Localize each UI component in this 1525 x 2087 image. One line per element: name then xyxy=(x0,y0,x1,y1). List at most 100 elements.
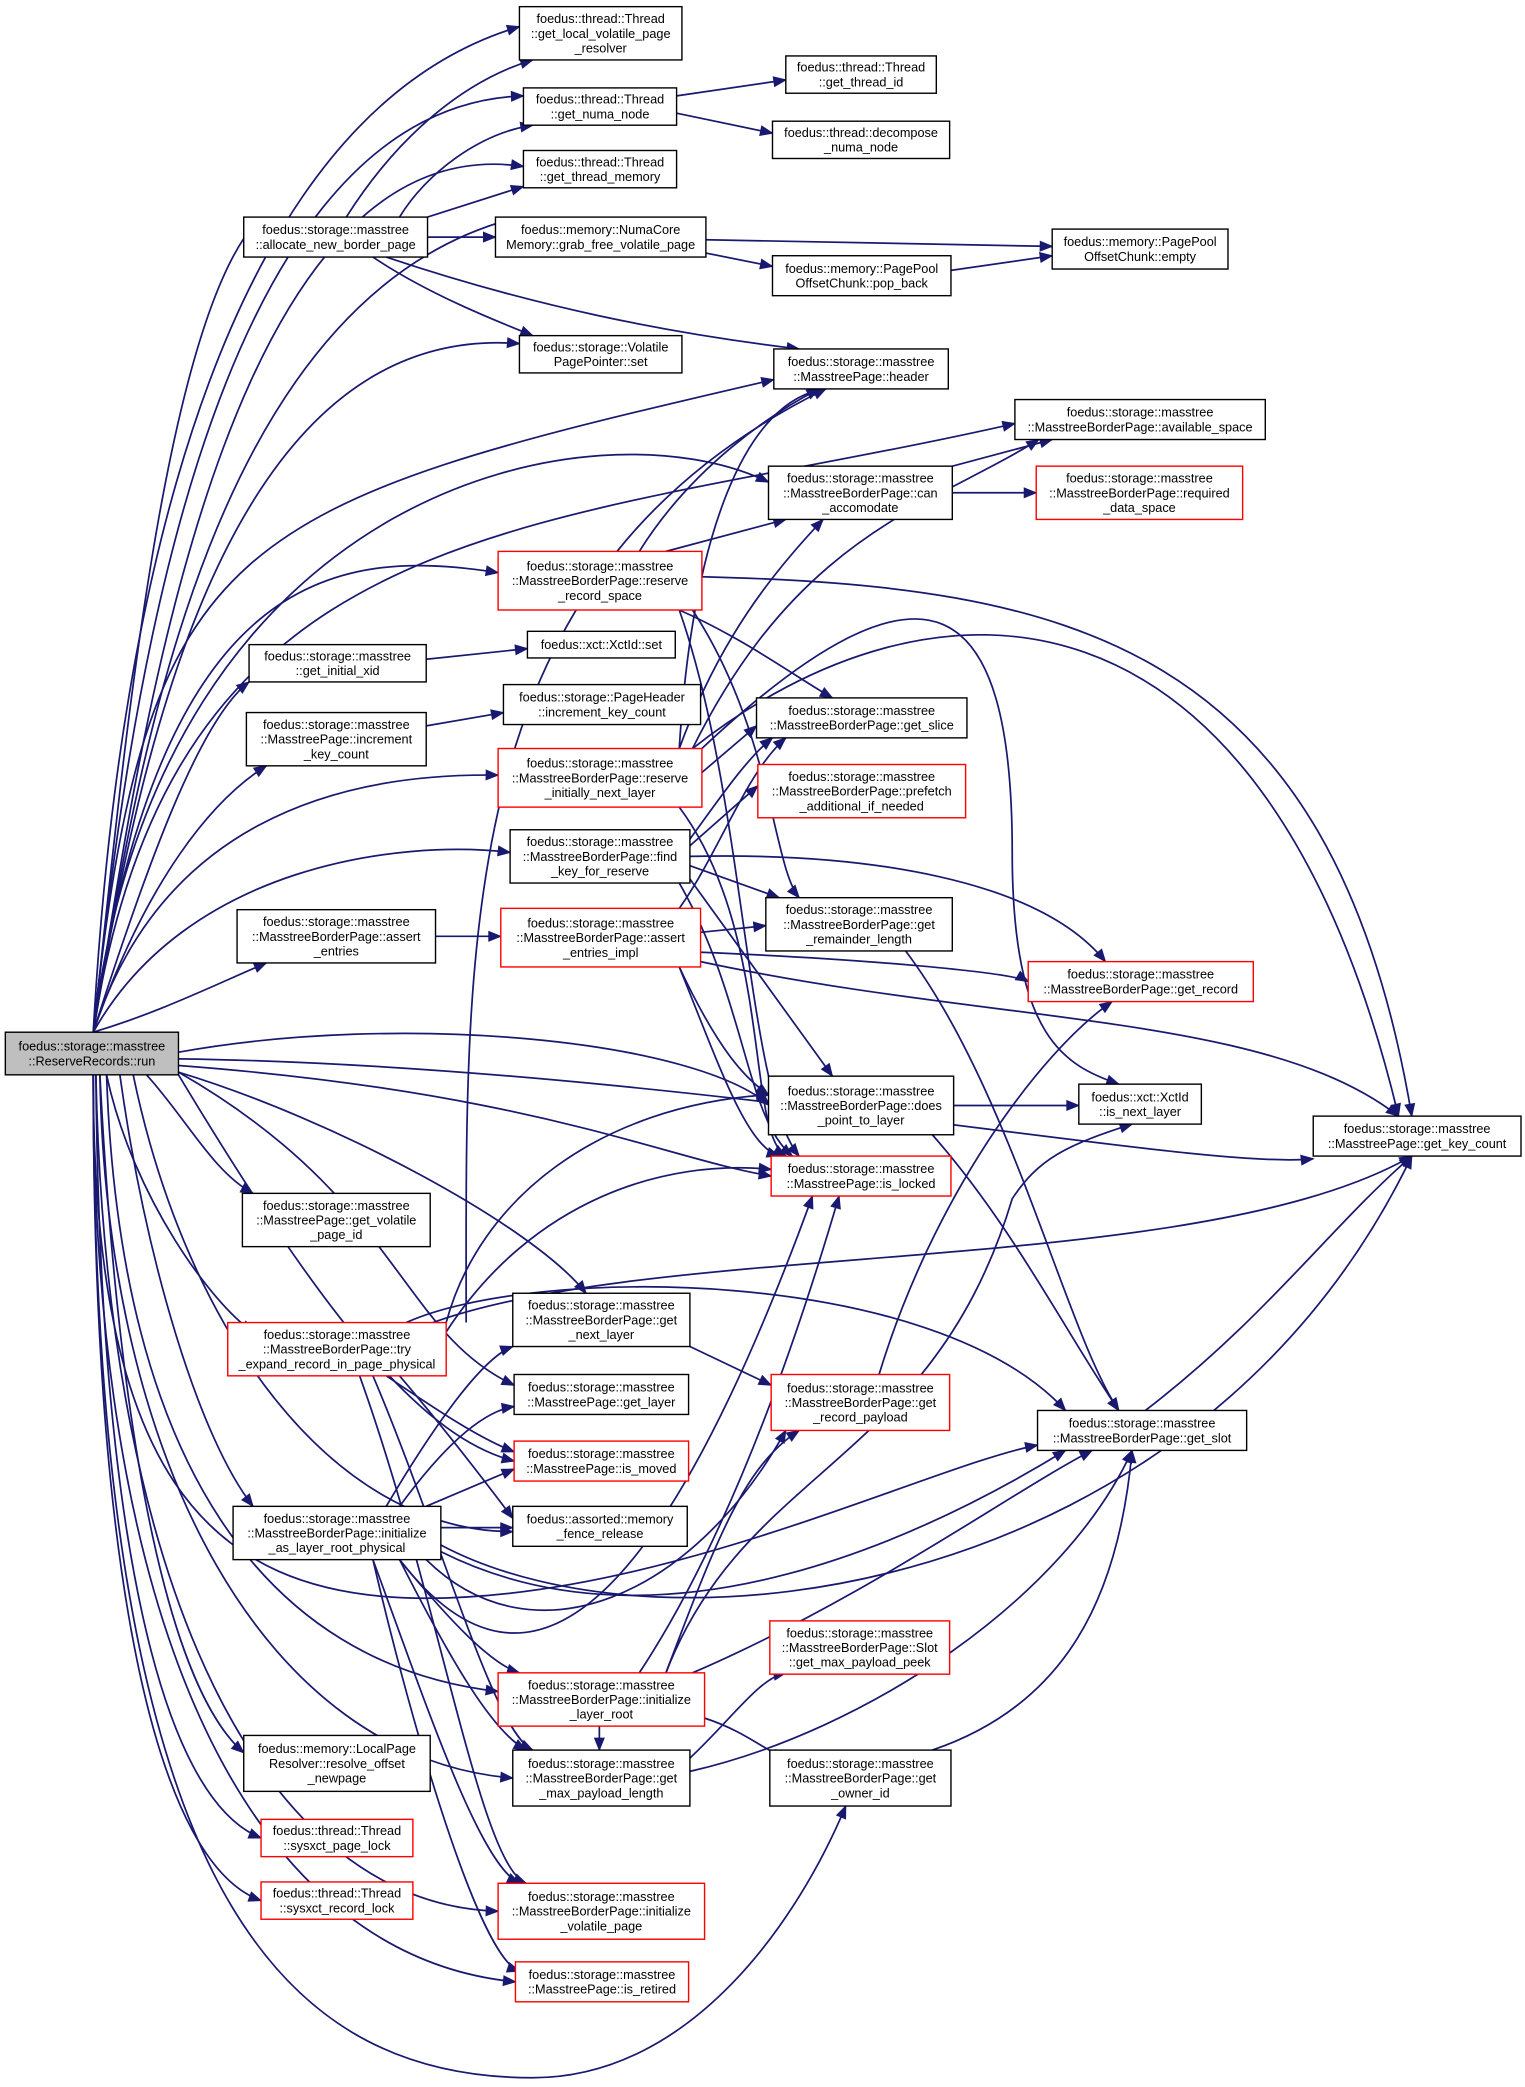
node-n38[interactable]: foedus::storage::masstree::MasstreePage:… xyxy=(513,1440,690,1482)
node-label-line: _expand_record_in_page_physical xyxy=(238,1357,436,1371)
node-label-line: ::MasstreeBorderPage::get xyxy=(526,1313,678,1327)
node-n48[interactable]: foedus::storage::masstree::MasstreeBorde… xyxy=(497,1882,706,1940)
node-label-line: foedus::memory::PagePool xyxy=(1064,235,1217,249)
edge-n23-to-n31 xyxy=(678,882,794,1157)
node-n10[interactable]: foedus::storage::VolatilePagePointer::se… xyxy=(518,334,683,374)
node-label-line: foedus::storage::PageHeader xyxy=(519,691,686,705)
node-n25[interactable]: foedus::storage::masstree::MasstreeBorde… xyxy=(500,907,702,968)
node-n28[interactable]: foedus::storage::masstree::MasstreeBorde… xyxy=(767,1075,955,1136)
node-label-line: ::MasstreePage::get_layer xyxy=(527,1395,676,1409)
node-box xyxy=(260,1881,414,1920)
node-n18[interactable]: foedus::storage::masstree::MasstreePage:… xyxy=(245,711,427,767)
node-box xyxy=(227,1321,447,1377)
node-label-line: _point_to_layer xyxy=(817,1114,906,1128)
arrow-head-icon xyxy=(1404,1102,1416,1118)
node-n42[interactable]: foedus::storage::masstree::MasstreeBorde… xyxy=(497,1672,706,1727)
node-n14[interactable]: foedus::storage::masstree::MasstreeBorde… xyxy=(1035,465,1244,521)
node-n41[interactable]: foedus::storage::masstree::MasstreeBorde… xyxy=(769,1620,951,1675)
edge-line xyxy=(665,1429,800,1674)
node-label-line: foedus::storage::masstree xyxy=(528,1757,675,1771)
edge-line xyxy=(178,1071,515,1386)
node-n2[interactable]: foedus::thread::Thread::get_numa_node xyxy=(522,87,678,126)
edge-line xyxy=(678,737,787,909)
node-n23[interactable]: foedus::storage::masstree::MasstreeBorde… xyxy=(509,829,691,884)
edge-n0-to-n34 xyxy=(178,1071,587,1295)
node-n36[interactable]: foedus::storage::masstree::MasstreeBorde… xyxy=(770,1373,951,1432)
node-n32[interactable]: foedus::storage::masstree::MasstreePage:… xyxy=(241,1192,431,1248)
node-n27[interactable]: foedus::storage::masstree::MasstreeBorde… xyxy=(1027,960,1254,1003)
node-n13[interactable]: foedus::storage::masstree::MasstreeBorde… xyxy=(767,465,953,521)
node-n1[interactable]: foedus::thread::Thread::get_local_volati… xyxy=(518,5,683,61)
node-n24[interactable]: foedus::storage::masstree::MasstreeBorde… xyxy=(236,908,437,964)
node-n33[interactable]: foedus::storage::masstree::MasstreeBorde… xyxy=(227,1321,447,1377)
node-box xyxy=(500,907,702,968)
node-label-line: foedus::storage::masstree xyxy=(787,1381,934,1395)
edge-n23-to-n28 xyxy=(689,878,834,1078)
node-n19[interactable]: foedus::storage::PageHeader::increment_k… xyxy=(502,683,702,726)
node-label-line: foedus::storage::masstree xyxy=(1069,1417,1216,1431)
edge-n0-to-n43 xyxy=(99,1074,245,1754)
arrow-head-icon xyxy=(1107,1397,1120,1412)
node-n39[interactable]: foedus::storage::masstree::MasstreeBorde… xyxy=(232,1505,442,1561)
node-label-line: foedus::storage::masstree xyxy=(786,1626,933,1640)
node-label-line: foedus::storage::masstree xyxy=(788,770,935,784)
node-n35[interactable]: foedus::storage::masstree::MasstreePage:… xyxy=(513,1373,690,1416)
node-label-line: ::MasstreeBorderPage::find xyxy=(523,850,677,864)
edge-n0-to-n6 xyxy=(92,217,261,1033)
edge-line xyxy=(132,1074,513,1533)
edge-n39-to-n35 xyxy=(398,1402,516,1507)
node-n49[interactable]: foedus::storage::masstree::MasstreePage:… xyxy=(514,1961,690,2003)
node-n3[interactable]: foedus::thread::Thread::get_thread_id xyxy=(785,55,938,94)
node-n4[interactable]: foedus::thread::decompose_numa_node xyxy=(771,120,951,160)
node-n44[interactable]: foedus::storage::masstree::MasstreeBorde… xyxy=(512,1749,691,1807)
node-n12[interactable]: foedus::storage::masstree::MasstreeBorde… xyxy=(1014,398,1266,441)
node-n16[interactable]: foedus::storage::masstree::get_initial_x… xyxy=(248,643,427,683)
node-label-line: foedus::storage::masstree xyxy=(263,1199,410,1213)
edge-n16-to-n17 xyxy=(426,644,529,661)
node-n21[interactable]: foedus::storage::masstree::MasstreeBorde… xyxy=(497,747,703,808)
node-n5[interactable]: foedus::thread::Thread::get_thread_memor… xyxy=(522,149,678,189)
node-n30[interactable]: foedus::storage::masstree::MasstreePage:… xyxy=(1312,1115,1522,1157)
node-n9[interactable]: foedus::memory::PagePoolOffsetChunk::pop… xyxy=(771,255,952,297)
edge-n23-to-n20 xyxy=(689,737,774,840)
edge-line xyxy=(932,1450,1133,1751)
edge-line xyxy=(676,79,786,97)
node-n31[interactable]: foedus::storage::masstree::MasstreePage:… xyxy=(770,1155,952,1197)
node-n40[interactable]: foedus::assorted::memory_fence_release xyxy=(512,1505,688,1548)
arrow-head-icon xyxy=(235,681,251,694)
node-n7[interactable]: foedus::memory::NumaCoreMemory::grab_fre… xyxy=(494,216,707,258)
edge-n21-to-n29 xyxy=(701,618,1121,1086)
node-n37[interactable]: foedus::storage::masstree::MasstreeBorde… xyxy=(1036,1409,1248,1452)
node-n46[interactable]: foedus::thread::Thread::sysxct_page_lock xyxy=(260,1818,414,1858)
node-n22[interactable]: foedus::storage::masstree::MasstreeBorde… xyxy=(757,763,967,819)
edge-line xyxy=(878,1000,1113,1375)
node-box xyxy=(494,216,707,258)
node-n43[interactable]: foedus::memory::LocalPageResolver::resol… xyxy=(243,1734,431,1793)
node-n6[interactable]: foedus::storage::masstree::allocate_new_… xyxy=(243,216,429,258)
node-n26[interactable]: foedus::storage::masstree::MasstreeBorde… xyxy=(765,896,953,952)
node-n34[interactable]: foedus::storage::masstree::MasstreeBorde… xyxy=(512,1292,691,1348)
edge-n0-to-n11 xyxy=(92,377,776,1033)
node-n47[interactable]: foedus::thread::Thread::sysxct_record_lo… xyxy=(260,1881,414,1920)
node-n20[interactable]: foedus::storage::masstree::MasstreeBorde… xyxy=(755,697,968,739)
node-n8[interactable]: foedus::memory::PagePoolOffsetChunk::emp… xyxy=(1051,228,1229,270)
node-label-line: ::get_numa_node xyxy=(551,107,650,121)
edge-n0-to-n47 xyxy=(92,1074,263,1902)
node-n15[interactable]: foedus::storage::masstree::MasstreeBorde… xyxy=(497,550,703,611)
edge-n0-to-n21 xyxy=(92,769,500,1033)
node-n45[interactable]: foedus::storage::masstree::MasstreeBorde… xyxy=(769,1749,952,1807)
node-n11[interactable]: foedus::storage::masstree::MasstreePage:… xyxy=(773,348,949,390)
node-label-line: foedus::memory::PagePool xyxy=(785,262,938,276)
edge-n6-to-n5 xyxy=(427,184,525,218)
arrow-head-icon xyxy=(484,565,500,577)
node-n0[interactable]: foedus::storage::masstree::ReserveRecord… xyxy=(4,1031,180,1076)
edge-line xyxy=(425,1468,515,1508)
arrow-head-icon xyxy=(818,686,834,699)
node-box xyxy=(769,1620,951,1675)
node-label-line: ::MasstreeBorderPage::initialize xyxy=(247,1526,426,1540)
node-n17[interactable]: foedus::xct::XctId::set xyxy=(526,630,676,659)
node-label-line: ::MasstreeBorderPage::Slot xyxy=(782,1641,938,1655)
node-n29[interactable]: foedus::xct::XctId::is_next_layer xyxy=(1078,1083,1203,1125)
edge-n28-to-n37 xyxy=(931,1134,1120,1412)
edge-n0-to-n28 xyxy=(178,1032,771,1107)
